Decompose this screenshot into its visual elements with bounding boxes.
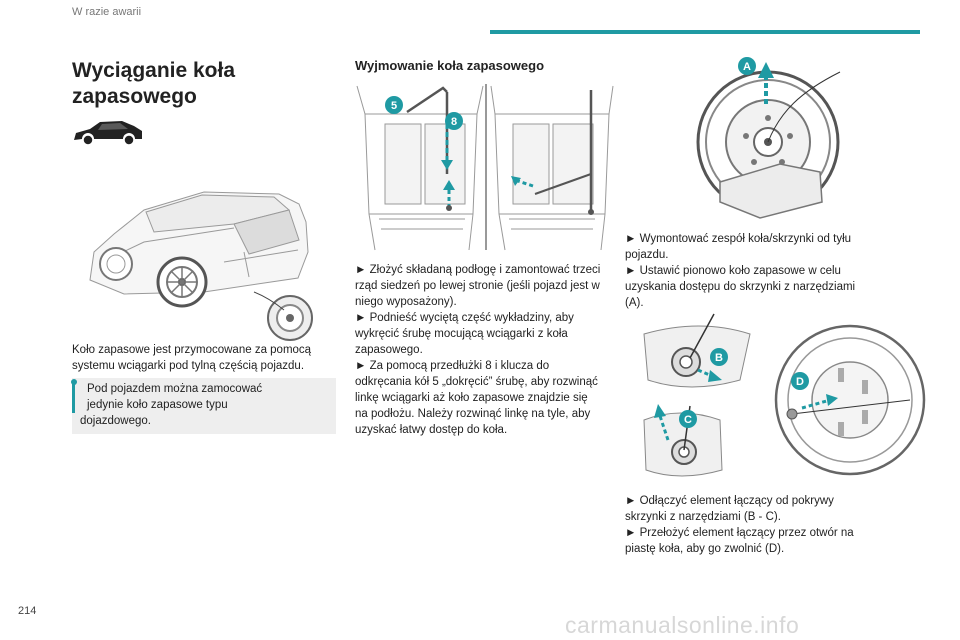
badge-5: 5 [385, 96, 403, 114]
middle-line-11: uzyskać łatwy dostęp do koła. [355, 424, 508, 436]
badge-a-label: A [743, 61, 751, 73]
note-line-2: jedynie koło zapasowe typu [87, 399, 228, 411]
right2-line-4: piastę koła, aby go zwolnić (D). [625, 543, 785, 555]
badge-8-label: 8 [451, 116, 457, 128]
note-line-1: Pod pojazdem można zamocować [87, 383, 263, 395]
middle-instructions: ► Złożyć składaną podłogę i zamontować t… [355, 262, 625, 438]
toolbox-link-detaching-illustration [643, 313, 926, 477]
header-accent-rule [490, 30, 920, 34]
info-icon [71, 379, 77, 385]
badge-d: D [791, 372, 809, 390]
right2-line-3: ► Przełożyć element łączący przez otwór … [625, 527, 854, 539]
badge-5-label: 5 [391, 100, 397, 112]
right1-line-2: pojazdu. [625, 249, 669, 261]
badge-c: C [679, 410, 697, 428]
badge-d-label: D [796, 376, 804, 388]
page-title: Wyciąganie koła zapasowego [72, 58, 235, 110]
right-instructions-1: ► Wymontować zespół koła/skrzynki od tył… [625, 231, 925, 311]
middle-line-6: zapasowego. [355, 344, 423, 356]
middle-line-5: wykręcić śrubę mocującą wciągarki z koła [355, 328, 568, 340]
middle-line-1: ► Złożyć składaną podłogę i zamontować t… [355, 264, 601, 276]
badge-a: A [738, 57, 756, 75]
note-text: Pod pojazdem można zamocować jedynie koł… [87, 381, 262, 413]
intro-line-2: systemu wciągarki pod tylną częścią poja… [72, 360, 305, 372]
intro-paragraph: Koło zapasowe jest przymocowane za pomoc… [72, 342, 311, 374]
middle-line-9: linkę wciągarki aż koło zapasowe znajdzi… [355, 392, 588, 404]
middle-line-8: odkręcania kół 5 „dokręcić” śrubę, aby r… [355, 376, 598, 388]
watermark: carmanualsonline.info [565, 612, 800, 638]
right1-line-5: (A). [625, 297, 644, 309]
badge-c-label: C [684, 414, 692, 426]
badge-8: 8 [445, 112, 463, 130]
middle-line-7: ► Za pomocą przedłużki 8 i klucza do [355, 360, 550, 372]
page-number: 214 [18, 605, 37, 617]
section-subtitle: Wyjmowanie koła zapasowego [355, 58, 545, 73]
note-line-3: dojazdowego. [80, 415, 151, 427]
right1-line-3: ► Ustawić pionowo koło zapasowe w celu [625, 265, 841, 277]
badge-b-label: B [715, 352, 723, 364]
spare-wheel-toolbox-illustration [696, 62, 841, 219]
title-line-2: zapasowego [72, 85, 197, 108]
car-rear-spare-wheel-illustration [89, 191, 313, 341]
note-accent-bar [72, 383, 75, 413]
info-note-box [72, 378, 336, 434]
badge-b: B [710, 348, 728, 366]
middle-line-4: ► Podnieść wyciętą część wykładziny, aby [355, 312, 574, 324]
right2-line-1: ► Odłączyć element łączący od pokrywy [625, 495, 834, 507]
intro-line-1: Koło zapasowe jest przymocowane za pomoc… [72, 344, 312, 356]
middle-line-3: niego wyposażony). [355, 296, 457, 308]
suv-silhouette-icon [74, 121, 142, 146]
middle-line-2: rząd siedzeń po lewej stronie (jeśli poj… [355, 280, 600, 292]
right2-line-2: skrzynki z narzędziami (B - C). [625, 511, 781, 523]
section-header: W razie awarii [72, 6, 142, 18]
right-instructions-2: ► Odłączyć element łączący od pokrywy sk… [625, 493, 925, 557]
right1-line-1: ► Wymontować zespół koła/skrzynki od tył… [625, 233, 852, 245]
middle-line-10: na podłożu. Należy rozwinąć linkę na tyl… [355, 408, 591, 420]
right1-line-4: uzyskania dostępu do skrzynki z narzędzi… [625, 281, 856, 293]
title-line-1: Wyciąganie koła [72, 59, 236, 82]
